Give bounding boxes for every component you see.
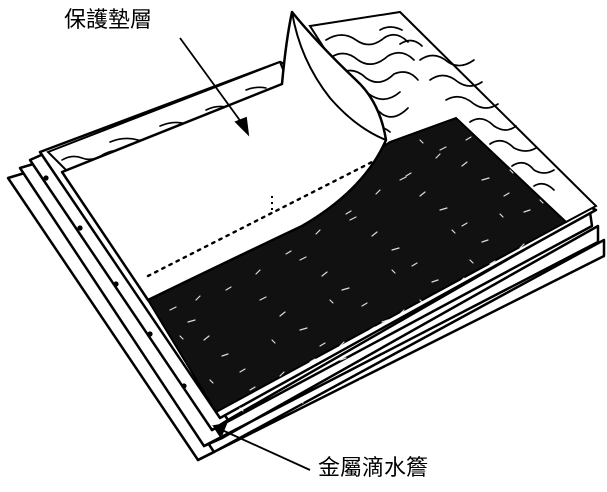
underlayment-arrow-line xyxy=(179,37,245,127)
drip-edge-bottom-outer xyxy=(196,238,606,462)
nail-hole xyxy=(147,331,153,337)
drip-edge-arrow-line xyxy=(221,429,311,471)
nail-holes xyxy=(43,175,575,389)
drip-edge-bottom-middle xyxy=(202,224,600,448)
nail-hole xyxy=(77,225,83,231)
callout-arrows xyxy=(179,37,311,471)
nail-hole xyxy=(181,383,187,389)
metal-drip-edge xyxy=(6,160,606,462)
underlayment-arrow-head xyxy=(234,116,250,137)
nail-hole xyxy=(113,281,119,287)
drip-edge-arrow-head xyxy=(212,422,228,436)
drip-edge-label: 金屬滴水簷 xyxy=(318,456,429,481)
seam-dotted-line xyxy=(146,160,374,278)
protective-underlayment-sheet xyxy=(60,10,388,302)
nail-hole xyxy=(43,175,49,181)
underlayment-label: 保護墊層 xyxy=(64,8,153,33)
